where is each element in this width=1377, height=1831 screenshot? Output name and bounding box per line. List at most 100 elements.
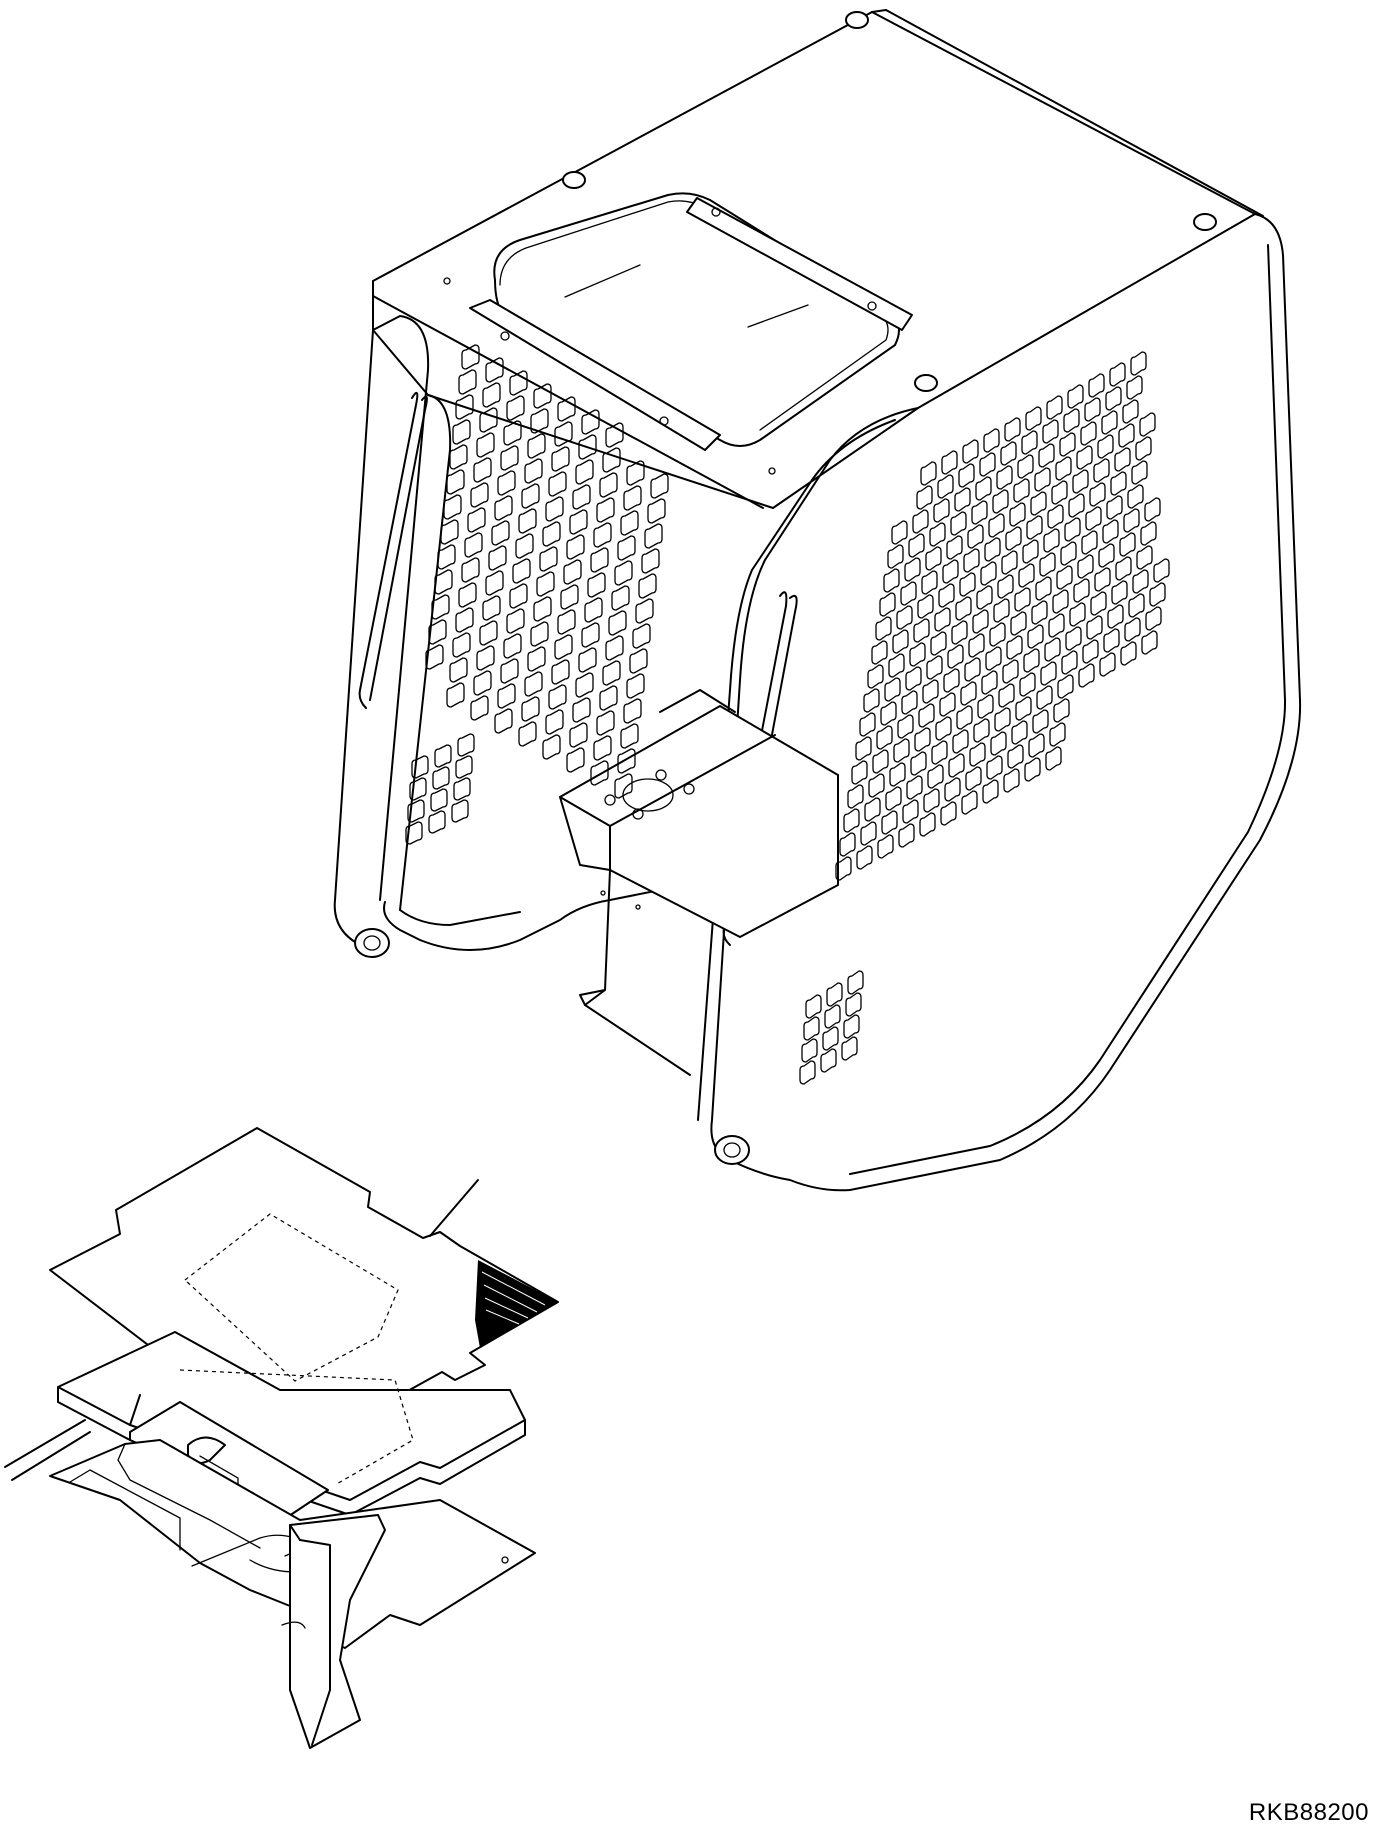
mesh-cell	[639, 574, 656, 598]
mesh-cell	[435, 570, 452, 594]
mesh-cell	[504, 421, 521, 445]
mesh-cell	[462, 558, 479, 582]
mesh-cell	[909, 534, 924, 557]
mesh-cell	[1047, 396, 1062, 419]
mesh-cell	[552, 447, 569, 471]
mesh-cell	[1132, 461, 1147, 484]
mesh-cell	[600, 473, 617, 497]
mesh-cell	[624, 486, 641, 510]
mesh-cell	[486, 571, 503, 595]
mesh-cell	[998, 575, 1013, 598]
mesh-cell	[1073, 470, 1088, 493]
mesh-cell	[546, 710, 563, 734]
mesh-cell	[501, 446, 518, 470]
mesh-cell	[825, 1005, 840, 1028]
mesh-cell	[961, 682, 976, 705]
mesh-cell	[968, 525, 983, 548]
mesh-cell	[901, 582, 916, 605]
mesh-cell	[576, 673, 593, 697]
mesh-cell	[1065, 518, 1080, 541]
mesh-cell	[452, 800, 468, 822]
mesh-cell	[537, 572, 554, 596]
mesh-cell	[913, 510, 928, 533]
mesh-cell	[919, 704, 934, 727]
mesh-cell	[1100, 653, 1115, 676]
mesh-cell	[882, 811, 897, 834]
mesh-cell	[453, 633, 470, 657]
mesh-cell	[844, 809, 859, 832]
mesh-cell	[943, 560, 958, 583]
mesh-cell	[881, 702, 896, 725]
mesh-cell	[564, 560, 581, 584]
mesh-cell	[993, 490, 1008, 513]
mesh-cell	[1012, 721, 1027, 744]
mesh-cell	[885, 678, 900, 701]
mesh-cell	[1028, 625, 1043, 648]
mesh-cell	[938, 475, 953, 498]
mesh-cell	[567, 535, 584, 559]
floor-base-pan	[50, 1440, 535, 1748]
mesh-cell	[492, 521, 509, 545]
mesh-cell	[877, 726, 892, 749]
mesh-cell	[980, 453, 995, 476]
mesh-cell	[1079, 664, 1094, 687]
mesh-cell	[892, 521, 907, 544]
mesh-cell	[558, 397, 575, 421]
mesh-cell	[498, 684, 515, 708]
mesh-cell	[573, 485, 590, 509]
mesh-cell	[969, 634, 984, 657]
mesh-cell	[483, 596, 500, 620]
mesh-cell	[917, 486, 932, 509]
mesh-cell	[865, 798, 880, 821]
mesh-cell	[528, 647, 545, 671]
mesh-cell	[624, 699, 641, 723]
mesh-cell	[884, 569, 899, 592]
mesh-cell	[462, 345, 479, 369]
mesh-cell	[483, 383, 500, 407]
mesh-cell	[965, 658, 980, 681]
drawing-code: RKB88200	[1248, 1799, 1369, 1826]
mesh-cell	[1043, 420, 1058, 443]
mesh-cell	[531, 409, 548, 433]
mesh-cell	[1052, 481, 1067, 504]
mesh-cell	[1049, 614, 1064, 637]
mesh-cell	[981, 562, 996, 585]
mesh-cell	[1123, 400, 1138, 423]
mesh-cell	[1048, 505, 1063, 528]
mesh-cell	[997, 466, 1012, 489]
mesh-cell	[902, 691, 917, 714]
mesh-cell	[894, 739, 909, 762]
mesh-cell	[441, 520, 458, 544]
mesh-cell	[986, 647, 1001, 670]
mesh-cell	[970, 743, 985, 766]
mesh-cell	[567, 748, 584, 772]
mesh-cell	[1066, 627, 1081, 650]
mesh-cell	[1060, 433, 1075, 456]
mesh-cell	[947, 536, 962, 559]
mesh-cell	[1090, 483, 1105, 506]
mesh-cell	[966, 767, 981, 790]
mesh-cell	[1001, 442, 1016, 465]
mesh-cell	[1061, 542, 1076, 565]
mesh-cell	[860, 713, 875, 736]
mesh-cell	[459, 583, 476, 607]
mesh-cell	[1032, 601, 1047, 624]
mesh-cell	[1115, 448, 1130, 471]
mesh-cell	[951, 512, 966, 535]
mesh-cell	[412, 756, 428, 778]
mesh-cell	[1039, 444, 1054, 467]
mesh-cell	[1005, 418, 1020, 441]
mesh-cell	[408, 800, 424, 822]
mesh-cell	[1110, 363, 1125, 386]
mesh-cell	[976, 477, 991, 500]
mesh-cell	[597, 711, 614, 735]
mesh-cell	[927, 656, 942, 679]
mesh-cell	[606, 636, 623, 660]
mesh-cell	[594, 523, 611, 547]
left-lower-mesh	[406, 734, 474, 844]
mesh-cell	[594, 736, 611, 760]
mesh-cell	[579, 435, 596, 459]
mesh-cell	[501, 659, 518, 683]
mesh-cell	[905, 558, 920, 581]
mesh-cell	[1036, 577, 1051, 600]
